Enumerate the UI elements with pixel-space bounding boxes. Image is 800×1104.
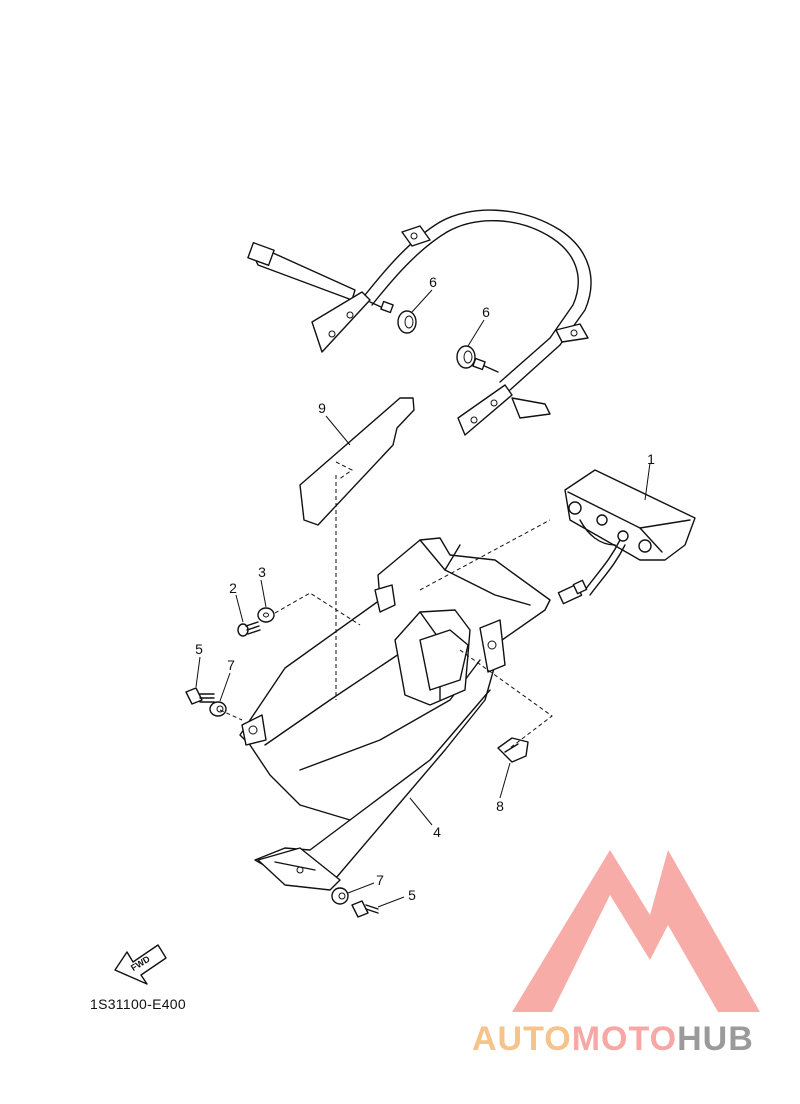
grommet-right — [456, 345, 476, 369]
callout-2: 2 — [229, 580, 237, 596]
watermark-hub: HUB — [677, 1020, 754, 1058]
bolt-5-upper — [185, 687, 215, 705]
callout-9: 9 — [318, 400, 326, 416]
callout-7-upper: 7 — [227, 657, 235, 673]
callout-5-lower: 5 — [408, 887, 416, 903]
callout-6-left: 6 — [429, 274, 437, 290]
callout-8: 8 — [496, 798, 504, 814]
assembly-lines — [219, 475, 553, 749]
caution-label — [299, 397, 415, 526]
callout-7-lower: 7 — [376, 872, 384, 888]
bolt-5-lower — [351, 900, 379, 918]
grab-bar — [247, 209, 592, 436]
callout-3: 3 — [258, 564, 266, 580]
callout-4: 4 — [433, 824, 441, 840]
watermark-logo — [512, 850, 760, 1012]
grommet-left — [397, 310, 417, 334]
callout-1: 1 — [647, 451, 655, 467]
clip-8 — [497, 737, 529, 763]
fwd-arrow-icon: FWD — [114, 944, 167, 985]
washer-3 — [257, 607, 275, 623]
watermark-text: AUTOMOTOHUB — [472, 1020, 754, 1059]
callout-5-upper: 5 — [195, 641, 203, 657]
watermark-moto: MOTO — [571, 1020, 678, 1058]
rear-fender — [239, 537, 551, 891]
screw-2 — [237, 621, 261, 637]
leader-lines — [195, 289, 651, 908]
watermark-auto: AUTO — [472, 1020, 572, 1058]
tail-light — [557, 469, 696, 605]
callouts: 1 2 3 4 5 5 6 6 7 7 8 9 — [195, 274, 655, 903]
collar-7-lower — [331, 887, 349, 905]
callout-6-right: 6 — [482, 304, 490, 320]
diagram-part-code: 1S31100-E400 — [90, 996, 186, 1012]
collar-7-upper — [209, 701, 227, 717]
